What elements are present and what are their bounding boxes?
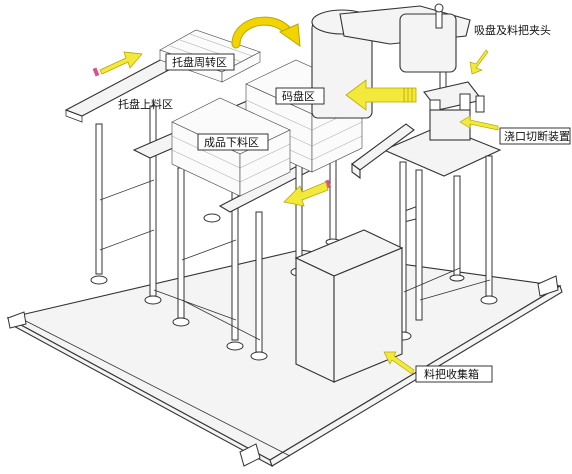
callout-arrow-icon: [383, 49, 499, 375]
scara-robot: [311, 3, 485, 121]
flow-arrow-icon: [92, 51, 417, 207]
label-stacking-text: 码盘区: [282, 89, 315, 103]
label-runner-bin: 料把收集箱: [415, 365, 493, 383]
label-tray-loading: 托盘上料区: [118, 97, 173, 111]
runner-collection-bin: [294, 229, 404, 383]
label-tray-loading-text: 托盘上料区: [118, 97, 173, 111]
base-platform: [6, 249, 563, 468]
label-suction-gripper: 吸盘及料把夹头: [474, 23, 551, 37]
label-suction-gripper-text: 吸盘及料把夹头: [474, 23, 551, 37]
label-tray-turnover-text: 托盘周转区: [172, 55, 227, 69]
label-finished-unloading-text: 成品下料区: [204, 135, 259, 149]
label-tray-turnover: 托盘周转区: [165, 53, 235, 71]
label-runner-bin-text: 料把收集箱: [424, 367, 479, 381]
label-gate-cutting: 浇口切断装置: [499, 127, 571, 145]
label-stacking: 码盘区: [275, 87, 325, 105]
rotate-arrow-icon: [231, 16, 301, 49]
label-gate-cutting-text: 浇口切断装置: [504, 129, 570, 143]
label-finished-unloading: 成品下料区: [197, 133, 269, 151]
